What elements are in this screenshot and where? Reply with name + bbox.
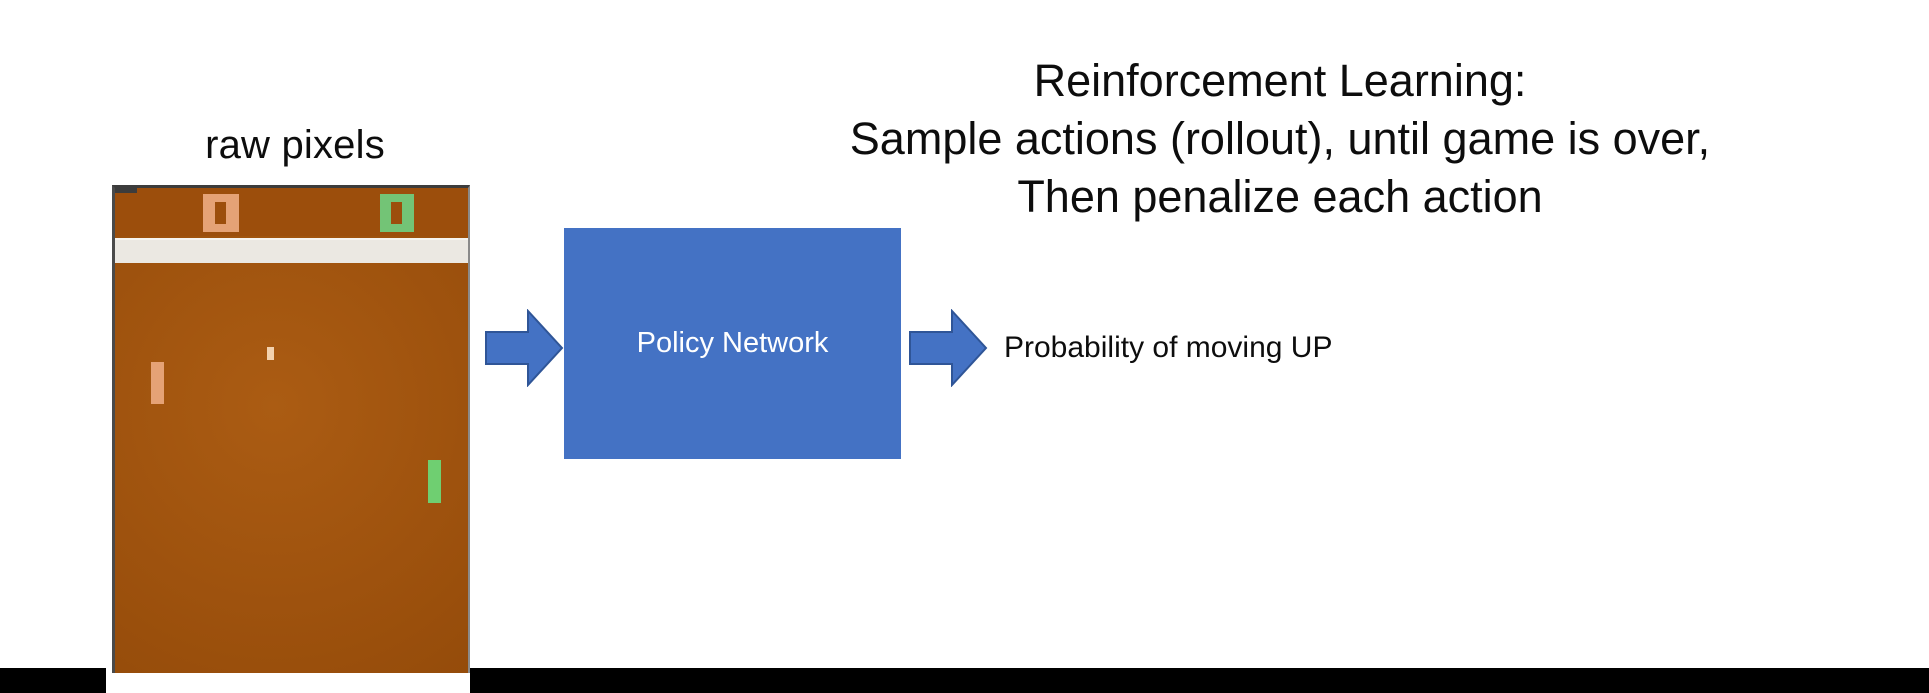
pong-ball xyxy=(267,347,274,360)
slide-heading: Reinforcement Learning: Sample actions (… xyxy=(630,52,1929,226)
court-divider-bar xyxy=(115,238,468,263)
right-arrow-icon xyxy=(485,309,564,387)
heading-line-3: Then penalize each action xyxy=(1017,171,1543,222)
policy-network-label: Policy Network xyxy=(636,327,829,359)
paddle-right xyxy=(428,460,441,503)
policy-network-box[interactable]: Policy Network xyxy=(564,228,901,459)
heading-line-2: Sample actions (rollout), until game is … xyxy=(849,113,1711,164)
paddle-left xyxy=(151,362,164,404)
score-band xyxy=(115,188,468,236)
arrow-policy-to-output xyxy=(908,309,988,387)
raw-pixels-label: raw pixels xyxy=(205,123,385,167)
score-right-digit xyxy=(380,194,414,232)
output-probability-label: Probability of moving UP xyxy=(1004,331,1333,364)
score-left-digit xyxy=(203,194,239,232)
right-arrow-icon xyxy=(909,309,988,387)
arrow-input-to-policy xyxy=(484,309,564,387)
bottom-bar-right xyxy=(470,668,1929,693)
corner-notch xyxy=(115,188,137,193)
bottom-bar-left xyxy=(0,668,106,693)
game-background xyxy=(115,188,468,673)
pong-game-frame xyxy=(112,185,470,673)
heading-line-1: Reinforcement Learning: xyxy=(1033,55,1527,106)
